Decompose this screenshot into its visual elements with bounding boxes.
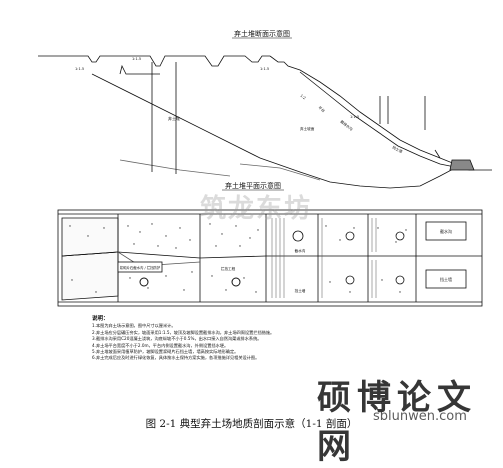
note-line: 6.弃土完成后应及时进行绿化恢复，具体按水土保持方案实施，各项措施详见相关设计图… [92,355,260,361]
cad-watermark: 筑龙东坊 [200,194,313,224]
plan-label: 挡土墙 [440,276,452,282]
plan-label: 拦挡工程 [221,266,236,271]
section-label: 平台 [317,105,326,114]
plan-label: 挡土墙 [295,288,306,293]
section-label: 截排水沟 [339,119,354,132]
section-title: 弃土堆断面示意图 [234,29,290,38]
note-line: 4.弃土场平台宽度不小于2.0m，平台内侧设置截水沟，外侧设置挡水埂。 [92,342,229,348]
section-label: 弃土堆 [168,115,180,121]
figure-caption: 图 2-1 典型弃土场地质剖面示意（1-1 剖面） [145,418,358,430]
section-label: 1:1.5 [350,115,359,119]
section-label: 1:2 [299,94,306,101]
section-label: 1:1.5 [260,67,269,71]
drawing-canvas: 弃土堆断面示意图 1:1.5 1:1.5 弃土堆 1:1.5 1:2 平台 截排… [38,29,492,307]
plan-label: 截水沟 [440,228,452,234]
note-line: 1.本图为弃土场示意图，图中尺寸以厘米计。 [92,323,176,329]
section-label: 挡土墙 [392,144,404,154]
notes-block: 说明： 1.本图为弃土场示意图，图中尺寸以厘米计。 2.弃土场应分层碾压夯实，坡… [92,316,392,362]
site-watermark-url: sblunwen.com [373,409,467,424]
plan-title: 弃土堆平面示意图 [225,181,281,190]
section-label: 1:1.5 [75,67,84,71]
note-line: 5.弃土堆坡面采用植草防护，坡脚设置浆砌片石挡土墙，墙高按实际地形确定。 [92,349,239,355]
section-label: 弃土坡面 [300,126,315,131]
notes-title: 说明： [92,316,109,322]
section-label: 1:1.5 [132,57,141,61]
plan-label: 截水沟 [295,248,306,253]
note-line: 3.截排水沟采用C20混凝土浇筑，沟底纵坡不小于0.5%，出水口接入自然沟渠或排… [92,336,262,342]
plan-drawing: 弃土堆平面示意图 [57,181,483,307]
cross-section-drawing: 弃土堆断面示意图 1:1.5 1:1.5 弃土堆 1:1.5 1:2 平台 截排… [38,29,492,189]
plan-left-box-label: 浆砌片石截水沟 / 拦挡防护 [120,265,161,270]
note-line: 2.弃土场应分层碾压夯实，坡面采用1:1.5，坡顶及坡脚设置截排水沟，弃土场四周… [92,329,275,335]
